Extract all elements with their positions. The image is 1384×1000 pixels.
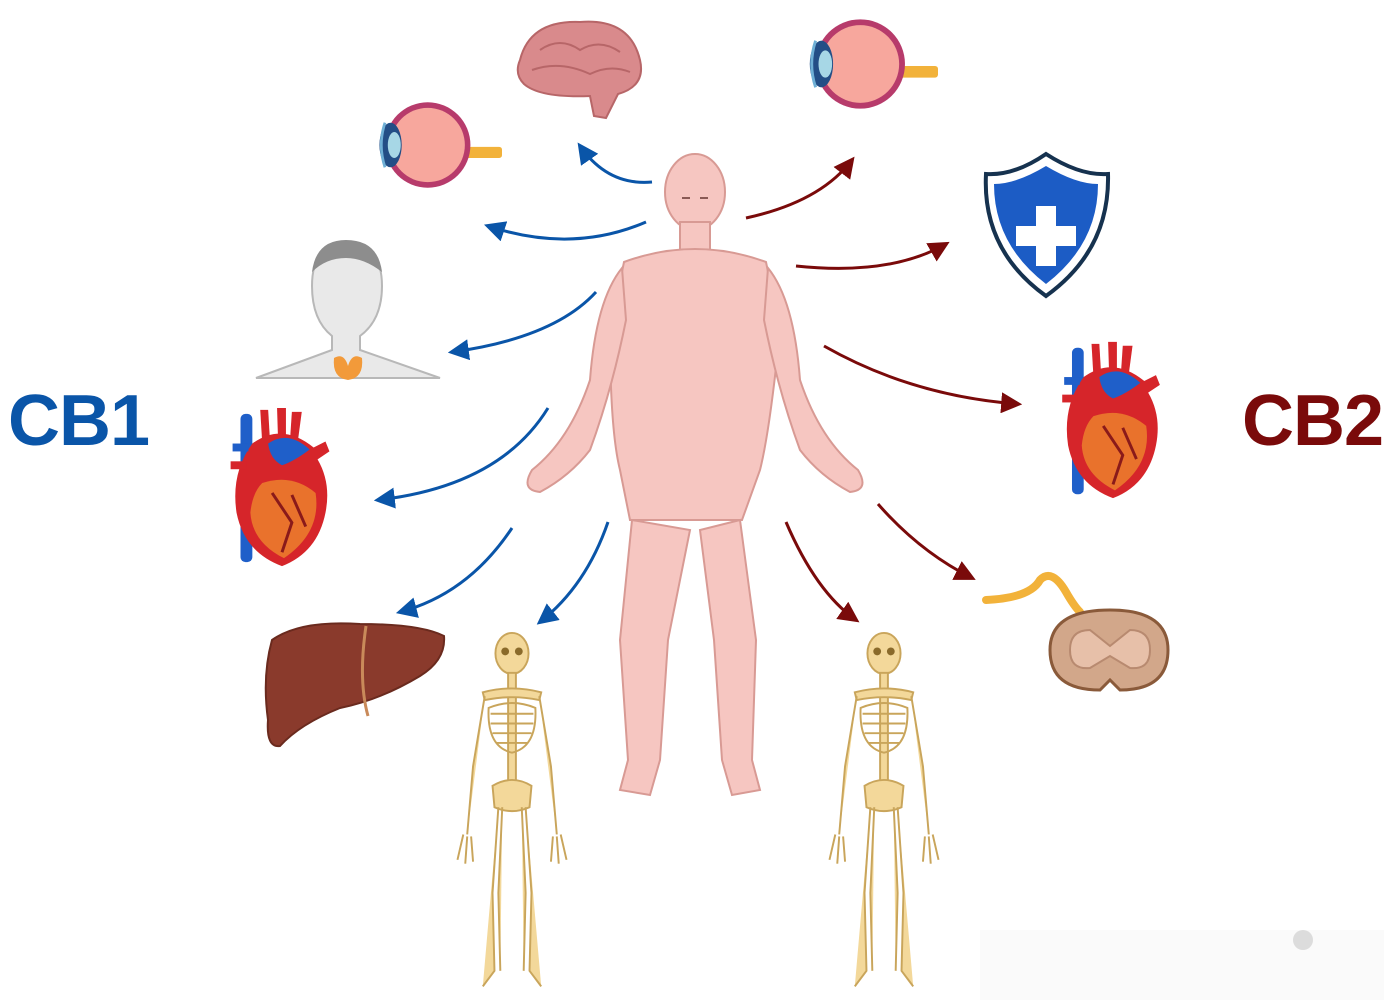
thyroid-icon [256, 240, 440, 380]
liver-icon [266, 623, 444, 746]
heart-icon-right [1062, 342, 1160, 498]
cb2-arrow-spinal [878, 504, 972, 578]
spinal-cord-icon [986, 576, 1168, 690]
cb2-label: CB2 [1242, 380, 1383, 462]
cb2-arrow-immune [796, 244, 946, 268]
cb1-arrow-skeleton [540, 522, 608, 622]
immune-shield-icon [986, 154, 1108, 296]
eye-icon-left [379, 102, 502, 187]
cb2-arrow-eye [746, 160, 852, 218]
cb1-arrow-liver [400, 528, 512, 612]
corner-dot [1293, 930, 1313, 950]
cb2-arrow-heart [824, 346, 1018, 404]
corner-overlay [980, 930, 1384, 1000]
cb1-arrow-brain [580, 146, 652, 182]
skeleton-icon-left [457, 633, 566, 986]
brain-icon [518, 22, 641, 118]
heart-icon-left [231, 408, 330, 566]
cb2-arrow-skeleton [786, 522, 856, 620]
eye-icon-right [810, 19, 938, 108]
cb1-arrow-thyroid [452, 292, 596, 352]
human-body-icon [528, 154, 863, 795]
cb1-arrow-heart [378, 408, 548, 500]
cb1-label: CB1 [8, 380, 149, 462]
skeleton-icon-right [829, 633, 938, 986]
cb1-arrow-eye [488, 222, 646, 239]
